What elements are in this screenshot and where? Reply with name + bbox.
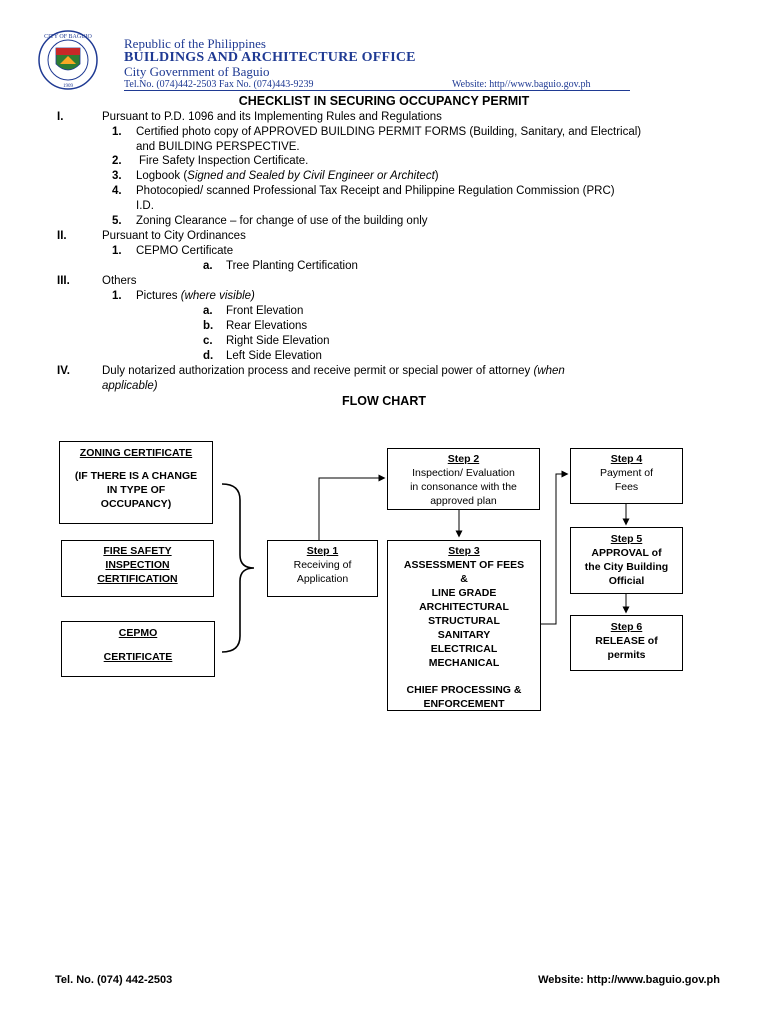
section-text-cont: applicable) — [102, 380, 158, 392]
step3-line: MECHANICAL — [428, 657, 500, 669]
zoning-line3: OCCUPANCY) — [100, 498, 172, 510]
chief-processing-line1: CHIEF PROCESSING & — [406, 684, 522, 696]
step6-line2: permits — [607, 649, 646, 661]
sub-item-letter: a. — [203, 260, 213, 272]
step4-line2: Fees — [614, 481, 639, 493]
step2-box: Step 2 Inspection/ Evaluation in consona… — [387, 448, 540, 510]
fire-line3: CERTIFICATION — [97, 573, 178, 585]
item-text: Logbook (Signed and Sealed by Civil Engi… — [136, 170, 439, 182]
step3-line: STRUCTURAL — [428, 615, 500, 627]
step5-line3: Official — [608, 575, 645, 587]
step5-line1: APPROVAL of — [591, 547, 662, 559]
sub-item-letter: c. — [203, 335, 213, 347]
step5-line2: the City Building — [584, 561, 669, 573]
checklist-title: CHECKLIST IN SECURING OCCUPANCY PERMIT — [238, 94, 530, 108]
zoning-title: ZONING CERTIFICATE — [79, 447, 193, 459]
svg-text:1909: 1909 — [63, 84, 74, 89]
item-text: Certified photo copy of APPROVED BUILDIN… — [136, 126, 642, 138]
step1-box: Step 1 Receiving of Application — [267, 540, 378, 597]
step3-line: LINE GRADE — [431, 587, 497, 599]
step3-line: ARCHITECTURAL — [419, 601, 509, 613]
item-text-cont: and BUILDING PERSPECTIVE. — [136, 141, 300, 153]
step2-line2: in consonance with the — [410, 481, 517, 493]
chief-processing-line2: ENFORCEMENT — [423, 698, 505, 710]
step3-title: Step 3 — [448, 545, 480, 557]
section-numeral: II. — [57, 230, 67, 242]
item-number: 1. — [112, 245, 122, 257]
svg-text:CITY OF BAGUIO: CITY OF BAGUIO — [44, 34, 92, 40]
header-rule — [124, 90, 630, 91]
flow-chart-title: FLOW CHART — [341, 394, 426, 408]
sub-item-letter: a. — [203, 305, 213, 317]
header-website: Website: http//www.baguio.gov.ph — [452, 79, 591, 90]
step3-line: ASSESSMENT OF FEES — [403, 559, 525, 571]
step4-line1: Payment of — [599, 467, 654, 479]
sub-item-text: Tree Planting Certification — [226, 260, 358, 272]
sub-item-letter: d. — [203, 350, 214, 362]
item-number: 1. — [112, 126, 122, 138]
item-number: 1. — [112, 290, 122, 302]
step1-line2: Application — [296, 573, 349, 585]
sub-item-text: Front Elevation — [226, 305, 304, 317]
zoning-certificate-box: ZONING CERTIFICATE (IF THERE IS A CHANGE… — [59, 441, 213, 524]
group-brace — [221, 483, 255, 653]
step5-box: Step 5 APPROVAL of the City Building Off… — [570, 527, 683, 594]
connector-step3-step4 — [541, 470, 569, 625]
step2-line3: approved plan — [430, 495, 497, 507]
item-number: 2. — [112, 155, 122, 167]
step2-line1: Inspection/ Evaluation — [412, 467, 515, 479]
cepmo-line2: CERTIFICATE — [103, 651, 173, 663]
zoning-line1: (IF THERE IS A CHANGE — [74, 470, 198, 482]
zoning-line2: IN TYPE OF — [106, 484, 166, 496]
step6-box: Step 6 RELEASE of permits — [570, 615, 683, 671]
cepmo-line1: CEPMO — [118, 627, 158, 639]
connector-step1-step2 — [318, 474, 386, 540]
sub-item-text: Rear Elevations — [226, 320, 308, 332]
city-seal-logo: CITY OF BAGUIO 1909 — [38, 30, 98, 90]
step6-line1: RELEASE of — [595, 635, 658, 647]
item-text: Pictures (where visible) — [136, 290, 255, 302]
section-text: Others — [102, 275, 137, 287]
fire-line1: FIRE SAFETY — [103, 545, 172, 557]
cepmo-certificate-box: CEPMO CERTIFICATE — [61, 621, 215, 677]
item-number: 4. — [112, 185, 122, 197]
step1-title: Step 1 — [306, 545, 339, 557]
step4-title: Step 4 — [610, 453, 643, 465]
item-text: CEPMO Certificate — [136, 245, 234, 257]
fire-line2: INSPECTION — [105, 559, 170, 571]
section-numeral: IV. — [57, 365, 71, 377]
step4-box: Step 4 Payment of Fees — [570, 448, 683, 504]
item-text-cont: I.D. — [136, 200, 154, 212]
section-text: Pursuant to City Ordinances — [102, 230, 246, 242]
item-text: Fire Safety Inspection Certificate. — [139, 155, 309, 167]
step3-box: Step 3 ASSESSMENT OF FEES & LINE GRADE A… — [387, 540, 541, 711]
step6-title: Step 6 — [610, 621, 643, 633]
step1-line1: Receiving of — [293, 559, 352, 571]
header-tel: Tel.No. (074)442-2503 Fax No. (074)443-9… — [124, 79, 314, 90]
section-numeral: III. — [57, 275, 70, 287]
header-office: BUILDINGS AND ARCHITECTURE OFFICE — [124, 50, 416, 65]
footer-website: Website: http://www.baguio.gov.ph — [538, 974, 720, 986]
sub-item-letter: b. — [203, 320, 214, 332]
item-text: Photocopied/ scanned Professional Tax Re… — [136, 185, 615, 197]
step3-line: & — [460, 573, 468, 585]
section-text: Pursuant to P.D. 1096 and its Implementi… — [102, 111, 442, 123]
step3-line: ELECTRICAL — [430, 643, 498, 655]
section-numeral: I. — [57, 111, 64, 123]
item-text: Zoning Clearance – for change of use of … — [136, 215, 428, 227]
item-number: 5. — [112, 215, 122, 227]
sub-item-text: Right Side Elevation — [226, 335, 330, 347]
header-city: City Government of Baguio — [124, 64, 270, 79]
fire-safety-box: FIRE SAFETY INSPECTION CERTIFICATION — [61, 540, 214, 597]
section-text: Duly notarized authorization process and… — [102, 365, 565, 377]
step5-title: Step 5 — [610, 533, 643, 545]
header-country: Republic of the Philippines — [124, 36, 266, 51]
step2-title: Step 2 — [447, 453, 480, 465]
item-number: 3. — [112, 170, 122, 182]
sub-item-text: Left Side Elevation — [226, 350, 322, 362]
step3-line: SANITARY — [437, 629, 491, 641]
footer-tel: Tel. No. (074) 442-2503 — [55, 974, 173, 986]
